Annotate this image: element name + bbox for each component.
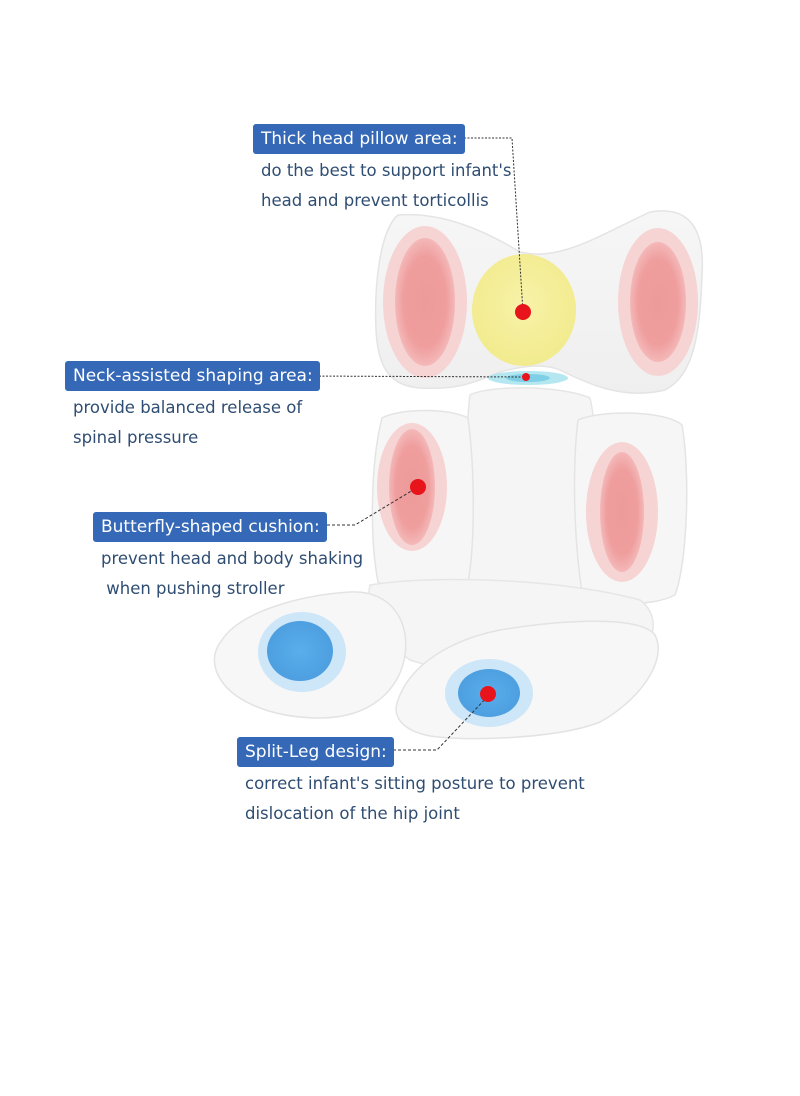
butterfly-description-line-2: when pushing stroller <box>101 579 285 598</box>
right-wing-pink-zone <box>630 242 686 362</box>
butterfly-leader-line <box>312 486 419 526</box>
neck-leader-line <box>304 375 527 378</box>
split-leg-description: correct infant's sitting posture to prev… <box>245 769 585 829</box>
head-pillow-callout: Thick head pillow area: do the best to s… <box>253 124 512 216</box>
split-leg-description-line-1: correct infant's sitting posture to prev… <box>245 774 585 793</box>
butterfly-description-line-1: prevent head and body shaking <box>101 549 364 568</box>
split-leg-description-line-2: dislocation of the hip joint <box>245 804 460 823</box>
neck-callout: Neck-assisted shaping area: provide bala… <box>65 361 320 453</box>
head-pillow-description: do the best to support infant's head and… <box>261 156 512 216</box>
torso-right-pink-zone <box>600 452 644 572</box>
butterfly-title: Butterfly-shaped cushion: <box>93 512 327 542</box>
neck-title: Neck-assisted shaping area: <box>65 361 320 391</box>
neck-description: provide balanced release of spinal press… <box>73 393 320 453</box>
neck-marker-dot <box>522 373 530 381</box>
split-leg-title: Split-Leg design: <box>237 737 394 767</box>
head-pillow-title: Thick head pillow area: <box>253 124 465 154</box>
neck-description-line-2: spinal pressure <box>73 428 199 447</box>
marker-dots <box>410 304 531 702</box>
left-wing-pink-zone <box>395 238 455 366</box>
butterfly-callout: Butterfly-shaped cushion: prevent head a… <box>93 512 363 604</box>
split-leg-marker-dot <box>480 686 496 702</box>
torso-section <box>371 387 688 605</box>
leader-lines <box>304 137 527 751</box>
seat-section <box>213 578 659 740</box>
split-leg-callout: Split-Leg design: correct infant's sitti… <box>237 737 585 829</box>
head-pillow-description-line-2: head and prevent torticollis <box>261 191 489 210</box>
left-leg-blue-zone <box>267 621 333 681</box>
head-pillow-marker-dot <box>515 304 531 320</box>
head-pillow-section <box>374 210 704 394</box>
neck-description-line-1: provide balanced release of <box>73 398 303 417</box>
butterfly-description: prevent head and body shaking when pushi… <box>101 544 363 604</box>
head-pillow-description-line-1: do the best to support infant's <box>261 161 512 180</box>
butterfly-marker-dot <box>410 479 426 495</box>
